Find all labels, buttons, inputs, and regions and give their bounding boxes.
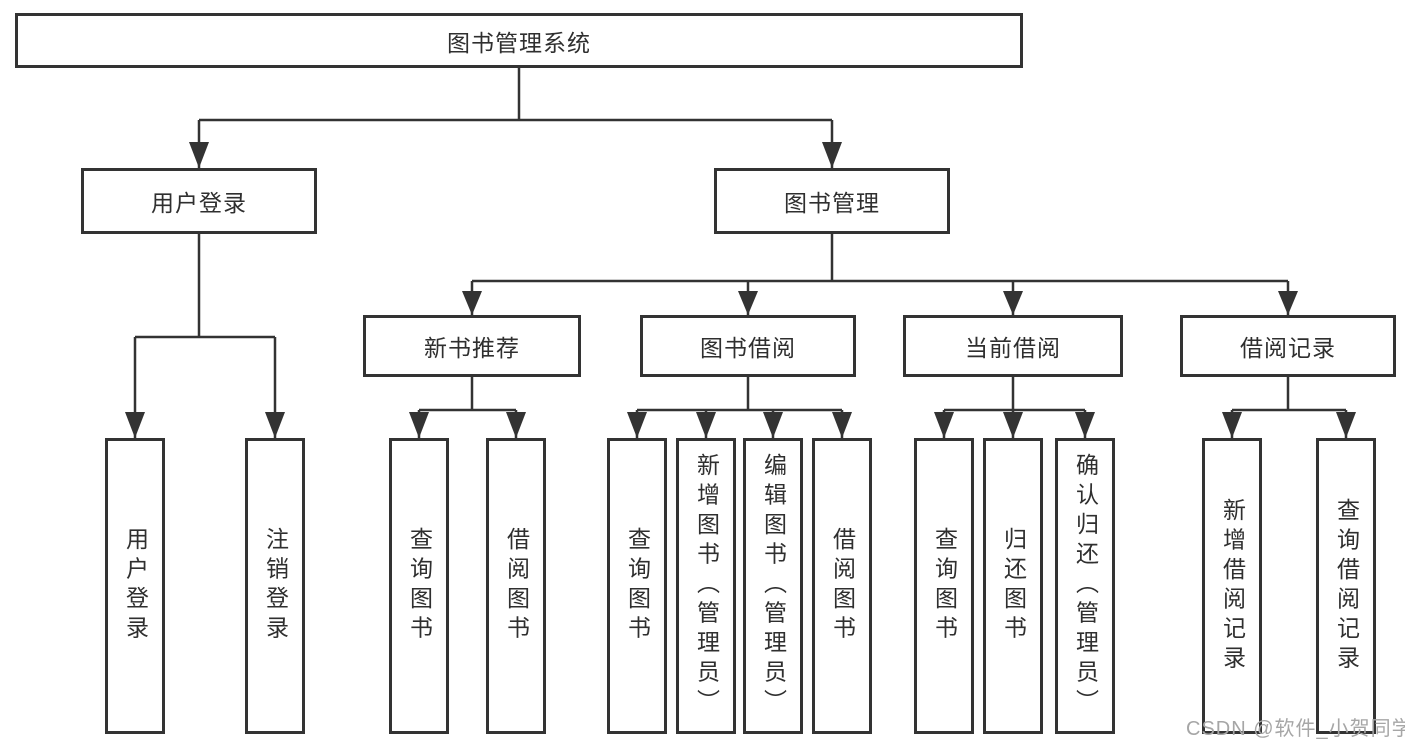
leaf-current-return-books-label: 归还图书 [1000, 527, 1027, 645]
leaf-logout: 注销登录 [245, 438, 305, 734]
leaf-newrec-borrow-books-label: 借阅图书 [503, 527, 530, 645]
leaf-records-query-record: 查询借阅记录 [1316, 438, 1376, 734]
node-book-mgmt-label: 图书管理 [784, 190, 880, 216]
leaf-borrow-query-books-label: 查询图书 [624, 527, 651, 645]
connector-new-rec-to-leaves [417, 377, 518, 438]
leaf-newrec-query-books-label: 查询图书 [406, 527, 433, 645]
leaf-borrow-add-books-admin-label: 新增图书（管理员） [693, 453, 720, 719]
node-current-borrow: 当前借阅 [903, 315, 1123, 377]
connector-user-login-to-leaves [133, 234, 277, 438]
node-current-borrow-label: 当前借阅 [965, 335, 1061, 361]
leaf-user-login-label: 用户登录 [122, 527, 149, 645]
leaf-current-return-books: 归还图书 [983, 438, 1043, 734]
connector-root-to-level2 [197, 68, 834, 168]
leaf-current-confirm-return-admin: 确认归还（管理员） [1055, 438, 1115, 734]
node-root: 图书管理系统 [15, 13, 1023, 68]
node-root-label: 图书管理系统 [447, 29, 591, 56]
node-book-borrow: 图书借阅 [640, 315, 856, 377]
leaf-borrow-add-books-admin: 新增图书（管理员） [676, 438, 736, 734]
arrowheads [125, 142, 1356, 438]
node-new-book-rec-label: 新书推荐 [424, 335, 520, 361]
node-user-login-label: 用户登录 [151, 190, 247, 216]
leaf-records-add-record: 新增借阅记录 [1202, 438, 1262, 734]
leaf-borrow-borrow-books-label: 借阅图书 [829, 527, 856, 645]
node-book-mgmt: 图书管理 [714, 168, 950, 234]
leaf-borrow-query-books: 查询图书 [607, 438, 667, 734]
leaf-current-query-books-label: 查询图书 [931, 527, 958, 645]
csdn-watermark: CSDN @软件_小贺同学 [1186, 718, 1405, 740]
node-borrow-records: 借阅记录 [1180, 315, 1396, 377]
leaf-newrec-query-books: 查询图书 [389, 438, 449, 734]
connector-book-mgmt-to-level3 [470, 234, 1290, 315]
node-user-login: 用户登录 [81, 168, 317, 234]
leaf-records-query-record-label: 查询借阅记录 [1333, 497, 1360, 675]
node-borrow-records-label: 借阅记录 [1240, 335, 1336, 361]
connector-records-to-leaves [1230, 377, 1348, 438]
leaf-newrec-borrow-books: 借阅图书 [486, 438, 546, 734]
connector-book-borrow-to-leaves [635, 377, 844, 438]
leaf-user-login: 用户登录 [105, 438, 165, 734]
leaf-borrow-borrow-books: 借阅图书 [812, 438, 872, 734]
leaf-current-query-books: 查询图书 [914, 438, 974, 734]
node-new-book-rec: 新书推荐 [363, 315, 581, 377]
leaf-current-confirm-return-admin-label: 确认归还（管理员） [1072, 453, 1099, 719]
leaf-records-add-record-label: 新增借阅记录 [1219, 497, 1246, 675]
leaf-borrow-edit-books-admin-label: 编辑图书（管理员） [760, 453, 787, 719]
leaf-logout-label: 注销登录 [262, 527, 289, 645]
leaf-borrow-edit-books-admin: 编辑图书（管理员） [743, 438, 803, 734]
node-book-borrow-label: 图书借阅 [700, 335, 796, 361]
